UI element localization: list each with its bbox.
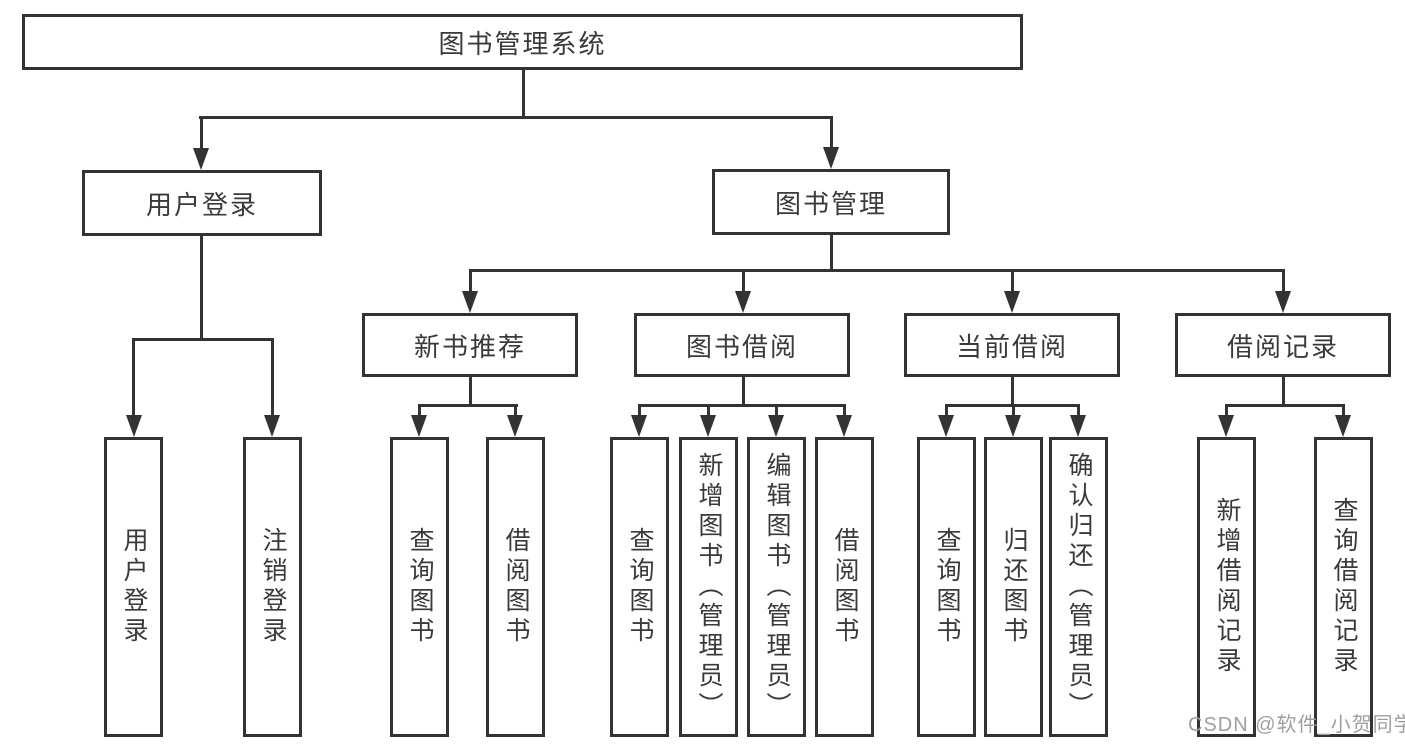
arrow-down-icon — [700, 415, 716, 437]
arrow-down-icon — [1070, 415, 1086, 437]
leaf-confirm-return-admin-label: 确认归还（管理员） — [1065, 452, 1093, 722]
arrow-down-icon — [938, 415, 954, 437]
connector-line — [418, 404, 518, 407]
leaf-query-borrow-record: 查询借阅记录 — [1314, 437, 1373, 737]
connector-line — [469, 269, 472, 295]
leaf-edit-book-admin-label: 编辑图书（管理员） — [763, 452, 791, 722]
node-root-label: 图书管理系统 — [438, 28, 607, 59]
connector-line — [200, 116, 203, 152]
connector-line — [133, 338, 274, 341]
connector-line — [271, 338, 274, 418]
connector-line — [418, 404, 421, 420]
leaf-return-book: 归还图书 — [984, 437, 1043, 737]
connector-line — [199, 116, 833, 119]
node-current-borrow: 当前借阅 — [904, 313, 1120, 377]
node-book-management: 图书管理 — [712, 169, 950, 235]
node-new-book-recommend-label: 新书推荐 — [413, 331, 526, 362]
leaf-query-books-current: 查询图书 — [917, 437, 976, 737]
leaf-add-book-admin-label: 新增图书（管理员） — [695, 452, 723, 722]
connector-line — [945, 404, 948, 420]
leaf-add-book-admin: 新增图书（管理员） — [679, 437, 738, 737]
leaf-user-login: 用户登录 — [104, 437, 163, 737]
connector-line — [1282, 269, 1285, 295]
watermark-csdn: CSDN @软件_小贺同学 — [1188, 714, 1405, 736]
arrow-down-icon — [768, 415, 784, 437]
connector-line — [830, 234, 833, 272]
connector-line — [1282, 377, 1285, 407]
connector-line — [742, 377, 745, 407]
connector-line — [843, 404, 846, 420]
leaf-query-books-borrow: 查询图书 — [610, 437, 669, 737]
leaf-logout-label: 注销登录 — [259, 527, 287, 647]
connector-line — [514, 404, 517, 420]
leaf-query-books-current-label: 查询图书 — [933, 527, 961, 647]
arrow-down-icon — [462, 291, 478, 313]
arrow-down-icon — [1005, 415, 1021, 437]
leaf-query-books-recommend-label: 查询图书 — [406, 527, 434, 647]
arrow-down-icon — [507, 415, 523, 437]
connector-line — [638, 404, 641, 420]
node-book-management-label: 图书管理 — [774, 188, 887, 219]
connector-line — [1011, 269, 1014, 295]
connector-line — [742, 269, 745, 295]
connector-line — [1342, 404, 1345, 420]
node-borrow-records-label: 借阅记录 — [1226, 331, 1339, 362]
leaf-confirm-return-admin: 确认归还（管理员） — [1049, 437, 1108, 737]
leaf-return-book-label: 归还图书 — [1000, 527, 1028, 647]
leaf-add-borrow-record: 新增借阅记录 — [1197, 437, 1256, 737]
node-user-login-label: 用户登录 — [145, 189, 258, 220]
arrow-down-icon — [1335, 415, 1351, 437]
connector-line — [469, 269, 1285, 272]
connector-line — [1012, 404, 1015, 420]
leaf-query-borrow-record-label: 查询借阅记录 — [1330, 497, 1358, 677]
leaf-borrow-books-recommend-label: 借阅图书 — [502, 527, 530, 647]
connector-line — [469, 377, 472, 407]
leaf-user-login-label: 用户登录 — [120, 527, 148, 647]
leaf-borrow-books-borrow-label: 借阅图书 — [831, 527, 859, 647]
arrow-down-icon — [1218, 415, 1234, 437]
connector-line — [1225, 404, 1228, 420]
connector-line — [522, 69, 525, 119]
arrow-down-icon — [735, 291, 751, 313]
leaf-edit-book-admin: 编辑图书（管理员） — [747, 437, 806, 737]
connector-line — [638, 404, 846, 407]
node-book-borrow: 图书借阅 — [634, 313, 850, 377]
connector-line — [1225, 404, 1345, 407]
node-borrow-records: 借阅记录 — [1175, 313, 1391, 377]
connector-line — [830, 116, 833, 152]
arrow-down-icon — [193, 148, 209, 170]
arrow-down-icon — [823, 147, 839, 169]
arrow-down-icon — [1275, 291, 1291, 313]
arrow-down-icon — [631, 415, 647, 437]
node-new-book-recommend: 新书推荐 — [362, 313, 578, 377]
connector-line — [707, 404, 710, 420]
arrow-down-icon — [1004, 291, 1020, 313]
arrow-down-icon — [836, 415, 852, 437]
node-book-borrow-label: 图书借阅 — [685, 331, 798, 362]
connector-line — [1077, 404, 1080, 420]
leaf-logout: 注销登录 — [243, 437, 302, 737]
arrow-down-icon — [411, 415, 427, 437]
connector-line — [200, 236, 203, 341]
leaf-query-books-borrow-label: 查询图书 — [626, 527, 654, 647]
leaf-add-borrow-record-label: 新增借阅记录 — [1213, 497, 1241, 677]
node-root: 图书管理系统 — [22, 14, 1023, 70]
connector-line — [775, 404, 778, 420]
connector-line — [1011, 377, 1014, 407]
node-current-borrow-label: 当前借阅 — [955, 331, 1068, 362]
leaf-query-books-recommend: 查询图书 — [390, 437, 449, 737]
node-user-login: 用户登录 — [82, 170, 322, 236]
connector-line — [132, 338, 135, 418]
arrow-down-icon — [264, 415, 280, 437]
arrow-down-icon — [126, 415, 142, 437]
leaf-borrow-books-recommend: 借阅图书 — [486, 437, 545, 737]
leaf-borrow-books-borrow: 借阅图书 — [815, 437, 874, 737]
